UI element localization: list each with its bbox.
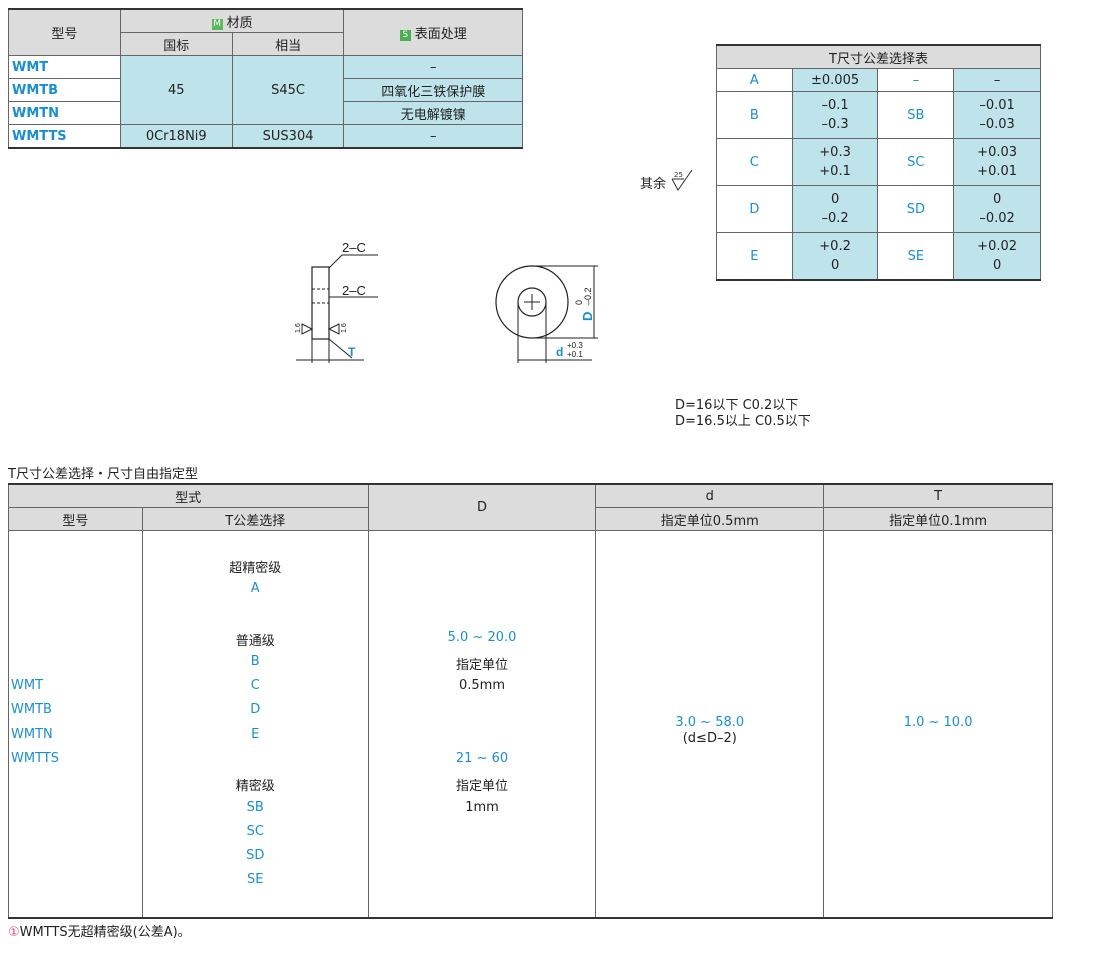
col-model: 型号	[8, 8, 121, 56]
tol-key: SC	[877, 138, 955, 186]
chamfer-label-1: 2–C	[342, 240, 366, 255]
note-icon: ①	[8, 925, 20, 940]
svg-text:–0.2: –0.2	[583, 287, 593, 305]
tolerance-table: T尺寸公差选择表 A ±0.005 – – B –0.1–0.3 SB –0.0…	[716, 44, 1041, 281]
h-d: d	[595, 483, 825, 508]
tol-key: A	[716, 68, 793, 92]
surface-cell: –	[343, 124, 523, 149]
surface-cell: 四氧化三铁保护膜	[343, 78, 523, 102]
footnote: ①WMTTS无超精密级(公差A)。	[8, 925, 191, 940]
col-gb: 国标	[119, 32, 233, 56]
equiv-cell: S45C	[231, 55, 345, 125]
surface-cell: 无电解镀镍	[343, 101, 523, 125]
h-d-unit: 指定单位0.5mm	[595, 507, 825, 531]
d-small-label: d	[556, 345, 563, 359]
tol-key: B	[716, 91, 793, 139]
tsel-cell: 超精密级 A 普通级 B C D E 精密级 SB SC SD SE	[141, 530, 369, 919]
gb-cell: 45	[119, 55, 233, 125]
equiv-cell: SUS304	[231, 124, 345, 149]
roughness-left-icon	[301, 323, 314, 335]
svg-text:1.6: 1.6	[295, 323, 302, 333]
tol-key: C	[716, 138, 793, 186]
h-T: T	[823, 483, 1053, 508]
tol-value: +0.03+0.01	[953, 138, 1041, 186]
surface-cell: –	[343, 55, 523, 79]
d-big-label: D	[580, 312, 595, 321]
spec-table: 型式 D d T 型号 T公差选择 指定单位0.5mm 指定单位0.1mm WM…	[8, 483, 1053, 919]
h-T-unit: 指定单位0.1mm	[823, 507, 1053, 531]
other-roughness: 其余 25	[640, 169, 696, 194]
model-cell: WMTTS	[8, 124, 121, 149]
roughness-right-icon	[327, 323, 340, 335]
h-type: 型式	[8, 483, 369, 508]
svg-text:25: 25	[674, 171, 683, 179]
m-icon: M	[211, 18, 223, 30]
T-cell: 1.0 ~ 10.0	[823, 530, 1053, 919]
tol-value: ±0.005	[791, 68, 879, 92]
model-cell: WMTB	[8, 78, 121, 102]
svg-text:+0.1: +0.1	[567, 350, 583, 359]
t-label: T	[348, 345, 356, 359]
tol-value: 0–0.02	[953, 185, 1041, 233]
models-cell: WMT WMTB WMTN WMTTS	[8, 530, 143, 919]
h-model: 型号	[8, 507, 143, 531]
col-equiv: 相当	[231, 32, 345, 56]
svg-text:+0.3: +0.3	[567, 341, 583, 350]
tol-value: +0.3+0.1	[791, 138, 879, 186]
svg-text:0: 0	[574, 300, 584, 305]
roughness-icon: 25	[671, 169, 693, 191]
gb-cell: 0Cr18Ni9	[119, 124, 233, 149]
tol-key: SB	[877, 91, 955, 139]
model-cell: WMT	[8, 55, 121, 79]
model-cell: WMTN	[8, 101, 121, 125]
washer-drawing: 2–C 2–C 1.6 1.6 T D 0 –0.2 d +0.3 +0.1	[295, 240, 598, 363]
s-icon: S	[399, 30, 411, 41]
tol-key: –	[877, 68, 955, 92]
tol-key: SD	[877, 185, 955, 233]
h-tsel: T公差选择	[141, 507, 369, 531]
chamfer-notes: D=16以下 C0.2以下 D=16.5以上 C0.5以下	[675, 398, 811, 429]
tol-key: SE	[877, 232, 955, 281]
D-cell: 5.0 ~ 20.0 指定单位 0.5mm 21 ~ 60 指定单位 1mm	[367, 530, 597, 919]
svg-text:1.6: 1.6	[341, 323, 348, 333]
tol-value: –	[953, 68, 1041, 92]
d-cell: 3.0 ~ 58.0 (d≤D–2)	[595, 530, 825, 919]
h-D: D	[367, 483, 597, 531]
tol-key: E	[716, 232, 793, 281]
chamfer-label-2: 2–C	[342, 283, 366, 298]
tol-value: –0.01–0.03	[953, 91, 1041, 139]
spec-caption: T尺寸公差选择・尺寸自由指定型	[8, 467, 198, 482]
tol-value: –0.1–0.3	[791, 91, 879, 139]
tol-value: 0–0.2	[791, 185, 879, 233]
tol-key: D	[716, 185, 793, 233]
tolerance-title: T尺寸公差选择表	[716, 44, 1041, 69]
